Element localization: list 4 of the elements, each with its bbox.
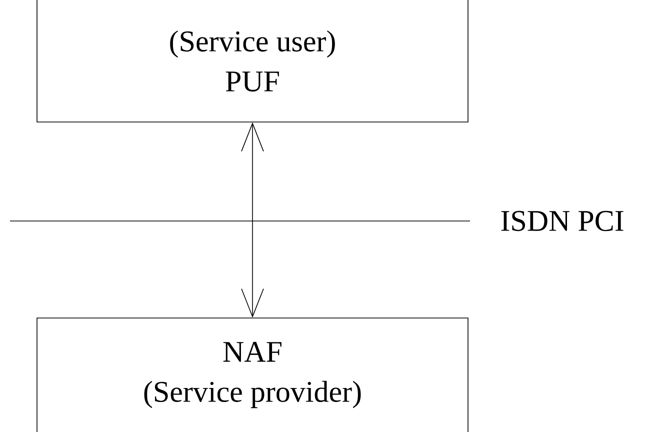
double-arrow xyxy=(241,122,264,318)
service-box: (Service user) PUF xyxy=(36,0,468,122)
interface-label: ISDN PCI xyxy=(501,210,624,232)
service-box: NAF (Service provider) xyxy=(36,318,468,432)
